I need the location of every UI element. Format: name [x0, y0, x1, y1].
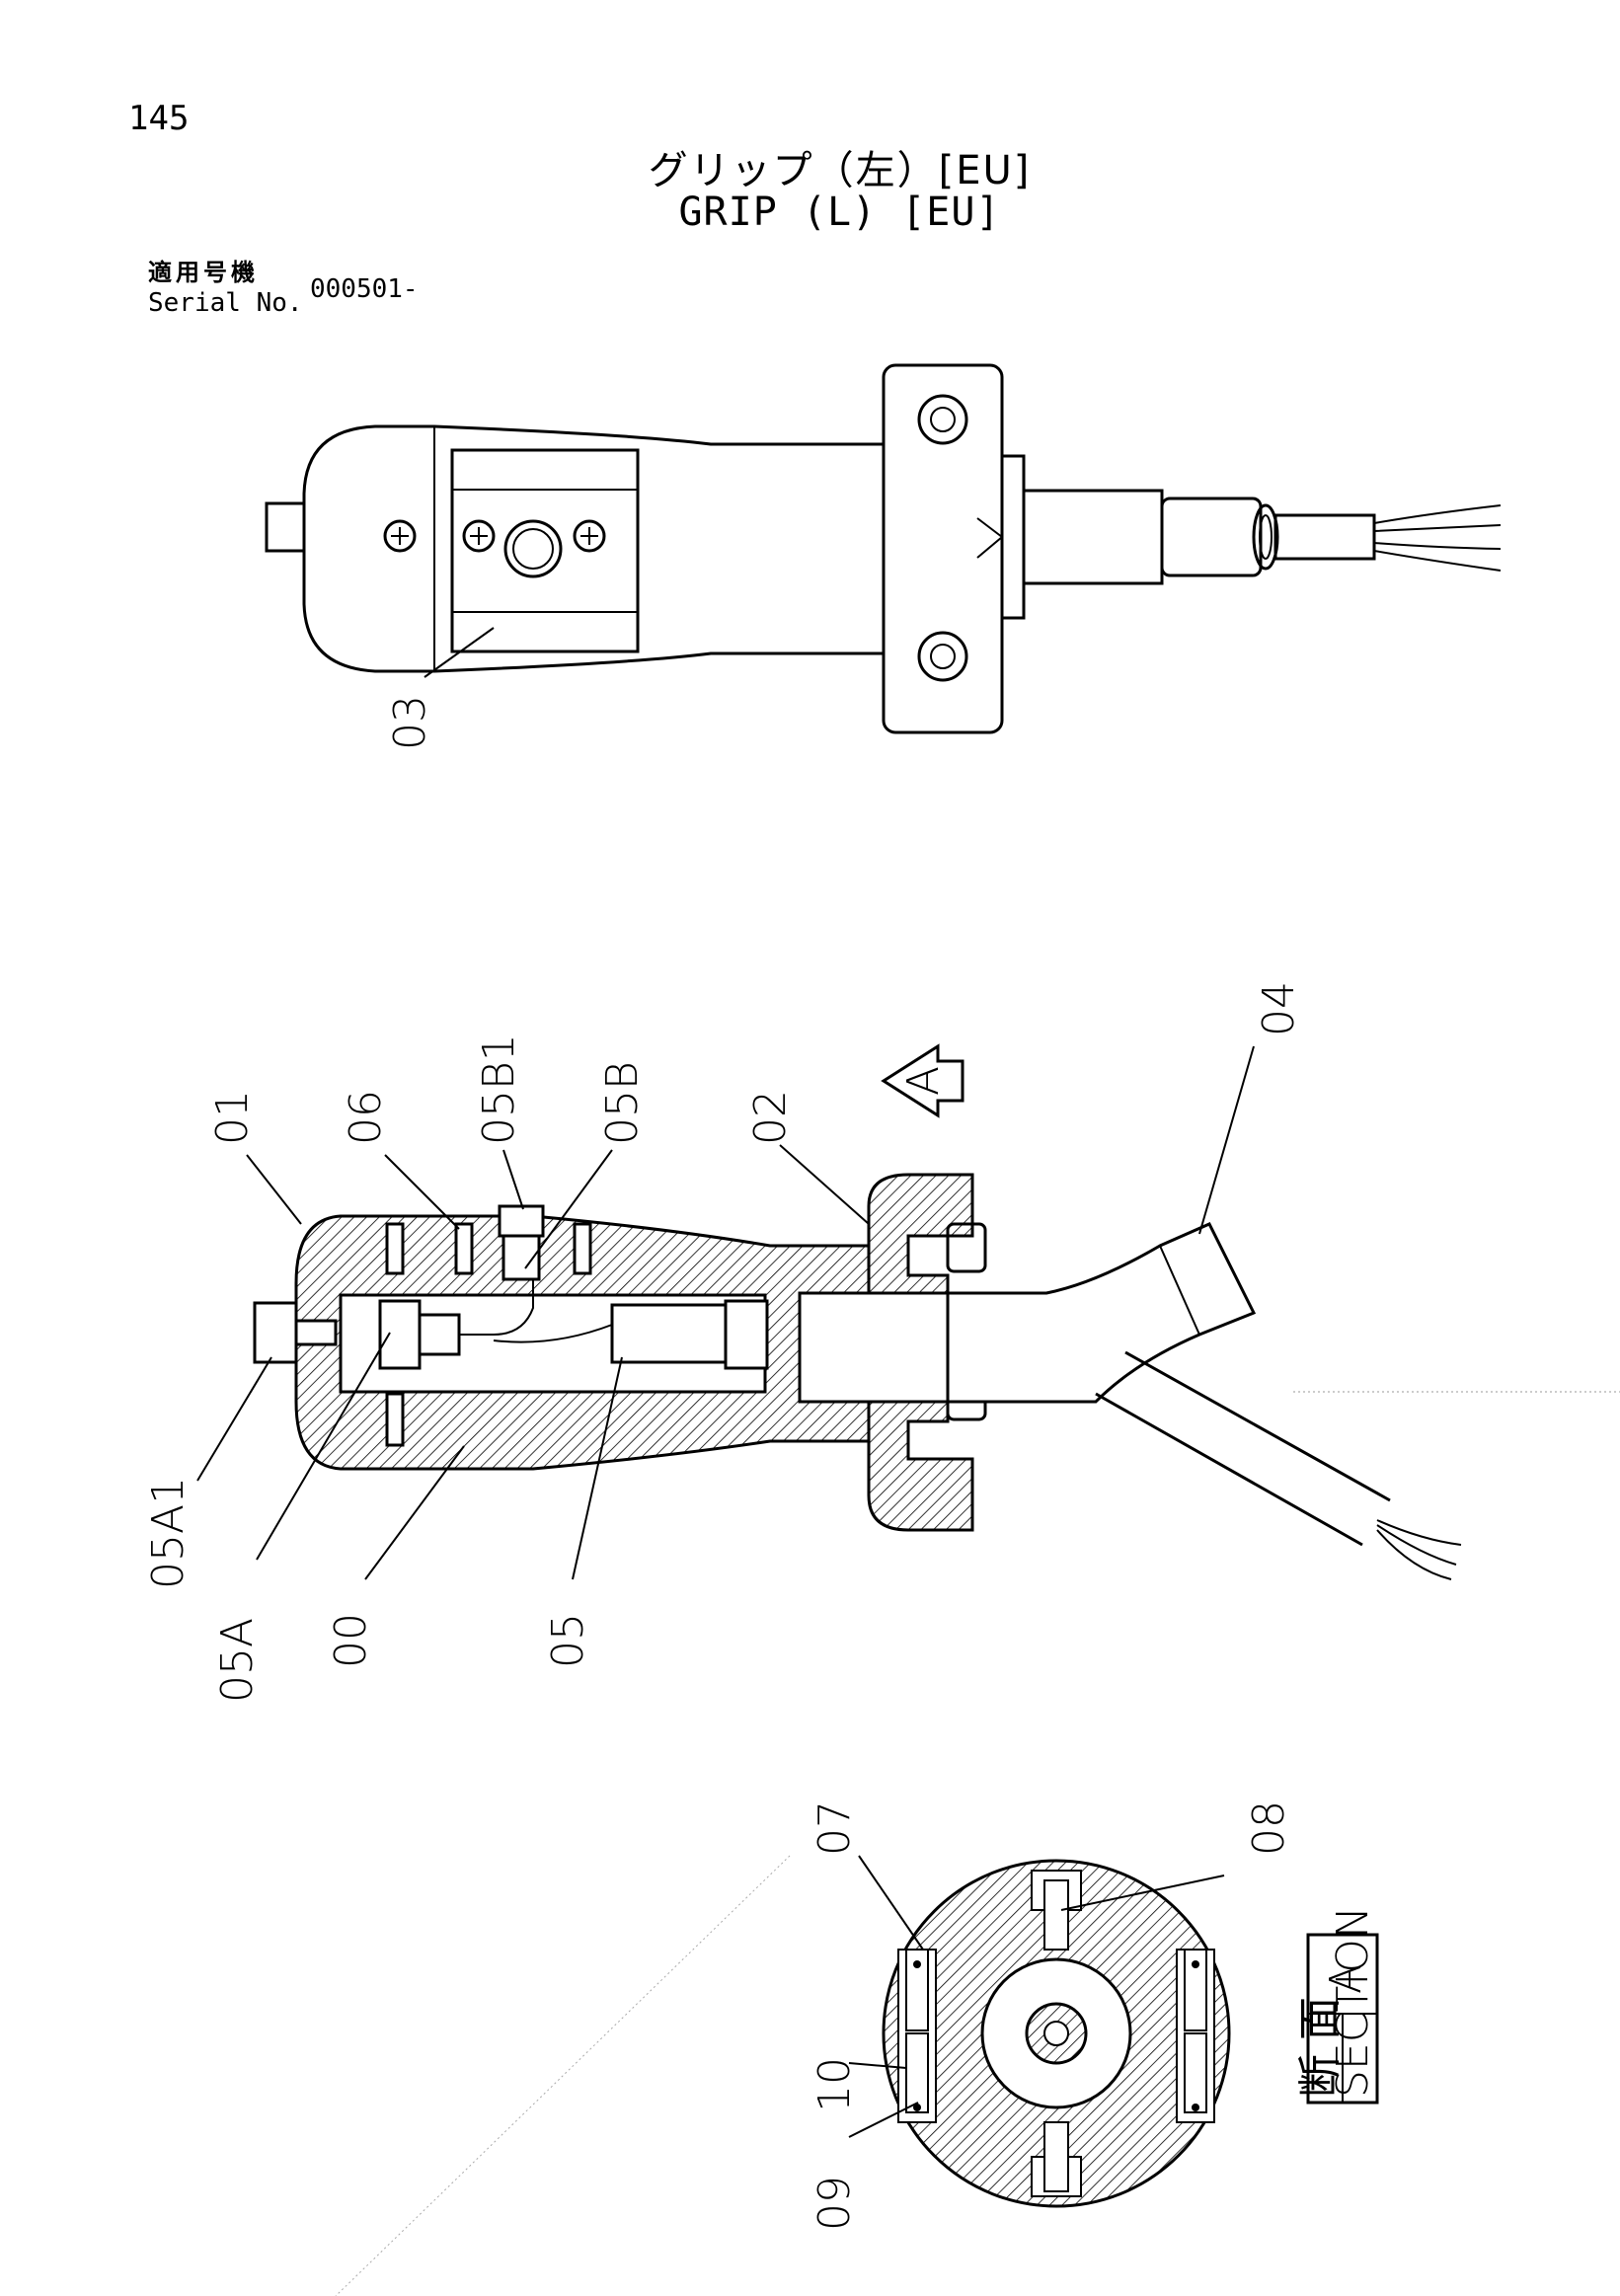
callout-07: 07 [810, 1800, 860, 1856]
cable [1273, 513, 1376, 561]
callout-03: 03 [385, 695, 435, 750]
callout-02: 02 [745, 1090, 796, 1145]
section-arrow: A [881, 1043, 964, 1118]
callout-10: 10 [810, 2057, 860, 2112]
page-title-english: GRIP (L) [EU] [678, 190, 1001, 235]
switch-knob [265, 501, 306, 553]
callout-05b1: 05B1 [474, 1033, 524, 1145]
grip-shaft [1022, 489, 1164, 585]
screw-icon [383, 519, 417, 553]
page-title-japanese: グリップ（左）[EU] [648, 148, 1032, 193]
callout-05a1: 05A1 [143, 1477, 193, 1589]
screw-icon [462, 519, 496, 553]
section-a-view: 07 08 10 09 A 断 面 SECTION [810, 1800, 1379, 2231]
section-label-box: A 断 面 SECTION [1295, 1906, 1379, 2105]
svg-text:A: A [898, 1066, 949, 1096]
screw-icon [573, 519, 606, 553]
hose-sleeve [1160, 497, 1263, 577]
section-letter: A [1321, 1964, 1371, 1994]
switch-05a [378, 1299, 422, 1370]
serial-label-english: Serial No. [148, 288, 303, 318]
callout-08: 08 [1244, 1800, 1294, 1856]
callout-01: 01 [207, 1090, 258, 1145]
grip-top-view: 03 [265, 363, 1502, 750]
callout-05b: 05B [597, 1061, 648, 1145]
page-number: 145 [128, 99, 190, 138]
shaft-tube [798, 1291, 950, 1404]
switch-housing [450, 448, 640, 653]
callout-05: 05 [543, 1613, 593, 1668]
callout-06: 06 [341, 1090, 391, 1145]
serial-number-value: 000501- [310, 274, 419, 304]
callout-05a: 05A [212, 1618, 263, 1703]
knob-05b1 [498, 1204, 545, 1238]
switch-05b [501, 1234, 541, 1281]
clamp-block [882, 363, 1004, 734]
grip-section-view: A 01 06 05B1 05B 02 04 05A1 05A 00 05 [143, 981, 1462, 1703]
callout-00: 00 [326, 1613, 376, 1668]
section-label-jp: 断 面 [1295, 1997, 1346, 2098]
section-label-en: SECTION [1328, 1906, 1378, 2098]
connector-05 [610, 1303, 728, 1364]
hose-bent [946, 1222, 1257, 1404]
serial-label-japanese: 適用号機 [148, 259, 259, 286]
knob-05a1 [253, 1301, 298, 1364]
callout-09: 09 [810, 2176, 860, 2231]
callout-04: 04 [1254, 981, 1304, 1036]
